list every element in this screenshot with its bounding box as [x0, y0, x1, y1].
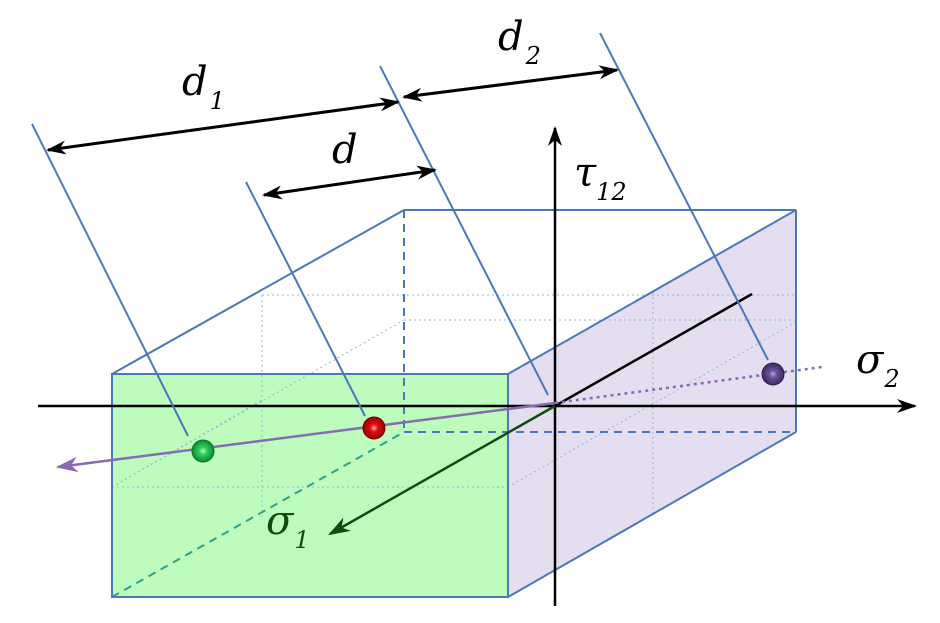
- sigma1-axis: [328, 404, 556, 536]
- box-edges: [111, 209, 797, 598]
- d2-label: d2: [498, 14, 541, 70]
- d-label: d: [332, 127, 358, 173]
- d1-arrow: [46, 97, 400, 155]
- green-point: [191, 439, 215, 463]
- d2-arrow: [402, 65, 619, 102]
- sigma1-axis-back: [554, 292, 753, 408]
- d-arrow: [262, 165, 437, 200]
- purple-face: [508, 210, 796, 597]
- sigma1-label: σ1: [266, 498, 310, 554]
- purple-point: [761, 362, 785, 386]
- load-path-line: [55, 401, 556, 473]
- d1-label: d1: [182, 59, 225, 115]
- perpendicular-lines: [31, 32, 769, 437]
- red-point: [362, 416, 386, 440]
- tau12-label: τ12: [574, 150, 627, 206]
- sigma2-label: σ2: [856, 337, 900, 393]
- hidden-edges: [403, 210, 796, 433]
